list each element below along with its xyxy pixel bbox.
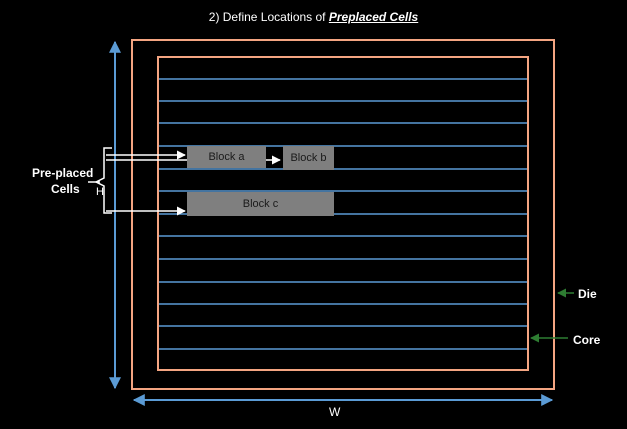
preplaced-brace bbox=[94, 147, 112, 214]
preplaced-label-line1: Pre-placed bbox=[32, 166, 94, 180]
standard-cell-rows bbox=[159, 78, 527, 350]
slide-title: 2) Define Locations of Preplaced Cells bbox=[0, 10, 627, 24]
die-outline bbox=[131, 39, 555, 390]
width-label: W bbox=[329, 405, 341, 419]
die-label: Die bbox=[578, 287, 597, 301]
title-emphasis: Preplaced Cells bbox=[328, 10, 419, 24]
block-a-label: Block a bbox=[208, 151, 245, 163]
block-c-label: Block c bbox=[242, 198, 279, 210]
core-outline bbox=[157, 56, 529, 371]
block-c: Block c bbox=[187, 192, 334, 216]
block-b: Block b bbox=[283, 146, 334, 170]
core-label: Core bbox=[573, 333, 601, 347]
block-b-label: Block b bbox=[290, 152, 327, 164]
title-prefix: 2) Define Locations of bbox=[208, 10, 329, 24]
height-label: H bbox=[96, 186, 104, 198]
block-a: Block a bbox=[187, 146, 266, 168]
preplaced-label-line2: Cells bbox=[51, 182, 80, 196]
